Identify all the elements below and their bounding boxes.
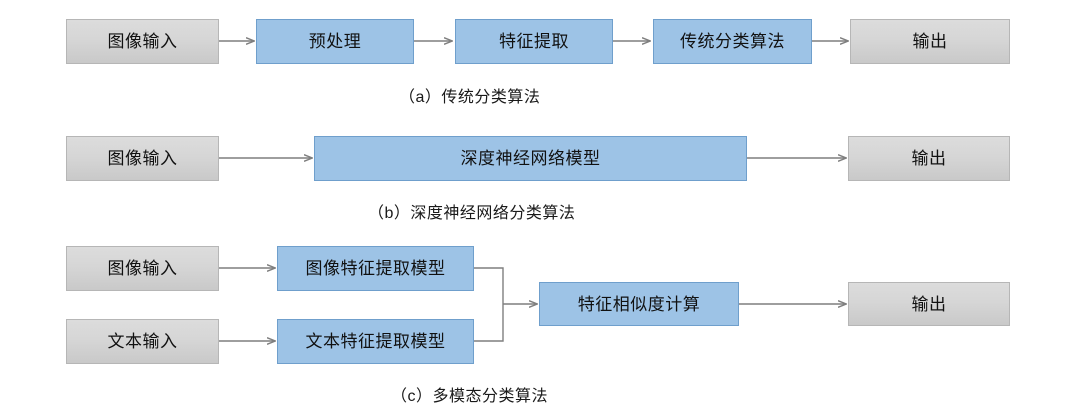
node-label: 预处理 [308,32,362,51]
caption-a: （a）传统分类算法 [399,89,541,106]
node-a-feature-extraction: 特征提取 [455,19,613,64]
node-label: 输出 [912,32,948,51]
caption-b: （b）深度神经网络分类算法 [368,205,576,222]
node-label: 文本输入 [107,332,178,351]
node-a-traditional-classifier: 传统分类算法 [653,19,812,64]
node-label: 深度神经网络模型 [460,149,601,168]
node-a-preprocess: 预处理 [256,19,414,64]
node-c-image-feature-model: 图像特征提取模型 [277,246,474,291]
node-label: 输出 [911,149,947,168]
node-label: 文本特征提取模型 [305,332,446,351]
node-b-image-input: 图像输入 [66,136,219,181]
node-c-text-input: 文本输入 [66,319,219,364]
node-b-output: 输出 [848,136,1010,181]
node-c-similarity-computation: 特征相似度计算 [539,282,739,326]
node-b-deep-network-model: 深度神经网络模型 [314,136,747,181]
node-label: 图像输入 [107,149,178,168]
node-label: 图像输入 [107,259,178,278]
node-label: 图像特征提取模型 [305,259,446,278]
node-label: 特征提取 [499,32,569,51]
node-label: 传统分类算法 [680,32,785,51]
caption-c: （c）多模态分类算法 [391,388,549,405]
node-c-output: 输出 [848,282,1010,326]
node-c-image-input: 图像输入 [66,246,219,291]
merge-bracket [474,267,504,342]
node-label: 图像输入 [107,32,178,51]
node-label: 特征相似度计算 [577,294,701,314]
node-a-image-input: 图像输入 [66,19,219,64]
node-c-text-feature-model: 文本特征提取模型 [277,319,474,364]
node-a-output: 输出 [850,19,1010,64]
node-label: 输出 [911,294,947,314]
